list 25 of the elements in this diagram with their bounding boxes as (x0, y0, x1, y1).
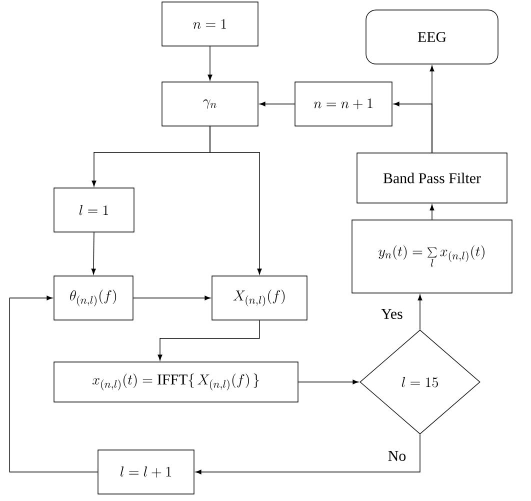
arrow (133, 296, 210, 300)
edge-label: Yes (380, 308, 404, 320)
arrow (260, 102, 295, 106)
edge-label: No (386, 450, 408, 462)
arrow (394, 102, 432, 153)
arrow (91, 232, 96, 274)
process-box: $x_{(n,l)}(t) = \mathrm{IFFT}\{\, X_{(n,l)}(f) \,\}$ (54, 362, 298, 402)
arrow (418, 294, 422, 330)
process-box: $\gamma_n$ (162, 82, 258, 126)
process-box: $n = n + 1$ (294, 82, 392, 126)
process-box: Band Pass Filter (356, 152, 508, 204)
arrow (298, 380, 358, 384)
process-box: $\theta_{(n,l)}(f)$ (54, 276, 134, 320)
process-box: $l = 1$ (54, 188, 134, 232)
process-box: $l = l + 1$ (98, 450, 194, 494)
arrow (208, 46, 212, 80)
arrow (430, 204, 434, 220)
process-box: $y_n(t) = \sum\limits_l x_{(n,l)}(t)$ (352, 220, 512, 294)
process-box: $X_{(n,l)}(f)$ (212, 276, 308, 320)
arrow (9, 296, 98, 472)
terminal-box: EEG (366, 10, 498, 64)
arrow (196, 434, 420, 474)
arrow (158, 320, 260, 360)
arrow (210, 126, 262, 274)
process-box: $n = 1$ (162, 2, 258, 46)
